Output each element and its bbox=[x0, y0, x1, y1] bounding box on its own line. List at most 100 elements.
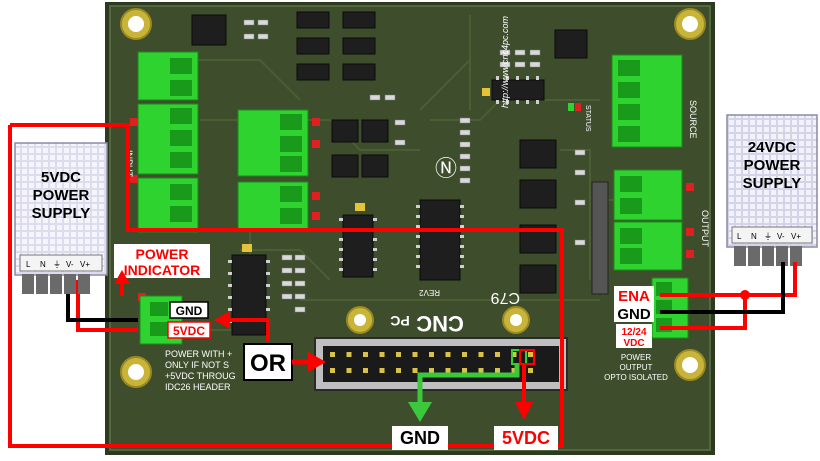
tag-gnd-right: GND bbox=[614, 304, 654, 323]
header-pin bbox=[412, 368, 418, 373]
power-indicator-callout: POWER INDICATOR bbox=[114, 244, 210, 296]
silk-power-output: POWER OUTPUT OPTO ISOLATED bbox=[604, 353, 668, 382]
header-pin bbox=[330, 368, 335, 373]
power-indicator-line: INDICATOR bbox=[124, 262, 200, 278]
header-pin bbox=[462, 368, 467, 373]
silk-power-note: POWER WITH + ONLY IF NOT S +5VDC THROUG … bbox=[165, 349, 236, 392]
supply-right-ground-icon: ⏚ bbox=[764, 232, 772, 241]
header-pin bbox=[495, 368, 500, 373]
silk-source: SOURCE bbox=[688, 100, 698, 139]
silk-power-output-line: POWER bbox=[621, 353, 651, 362]
smd-components bbox=[243, 19, 586, 313]
tag-5vdc-left: 5VDC bbox=[167, 321, 211, 339]
terminal-block-input-2 bbox=[137, 103, 199, 175]
header-pin bbox=[511, 368, 517, 373]
supply-left-title-line: SUPPLY bbox=[32, 205, 91, 222]
wire-24v bbox=[660, 262, 797, 330]
silk-note-line: IDC26 HEADER bbox=[165, 382, 231, 392]
silk-note-line: +5VDC THROUG bbox=[165, 371, 236, 381]
or-text: OR bbox=[250, 350, 286, 377]
terminal-block-input-1 bbox=[137, 51, 199, 101]
connector-strip bbox=[591, 181, 609, 295]
silk-status: STATUS bbox=[584, 105, 591, 132]
header-pin bbox=[396, 352, 401, 357]
arrow-gnd-down bbox=[417, 364, 520, 404]
tag-12-24vdc-line: VDC bbox=[623, 338, 644, 349]
power-indicator-line: POWER bbox=[136, 246, 189, 262]
mounting-hole bbox=[674, 349, 706, 381]
header-pin bbox=[445, 368, 451, 373]
terminal-block-output-2 bbox=[613, 221, 683, 271]
supply-left-title-line: POWER bbox=[33, 187, 90, 204]
supply-right-terminal-label: N bbox=[751, 232, 757, 241]
header-pin bbox=[363, 352, 368, 357]
mounting-hole bbox=[120, 356, 152, 388]
header-pin bbox=[495, 352, 500, 357]
terminal-block-mid-2 bbox=[237, 181, 309, 231]
header-pin bbox=[363, 368, 368, 373]
header-pin bbox=[528, 368, 533, 373]
supply-left-title-line: 5VDC bbox=[41, 169, 81, 186]
supply-right-title-line: SUPPLY bbox=[743, 175, 802, 192]
supply-right-title-line: POWER bbox=[744, 157, 801, 174]
silk-power-output-line: OUTPUT bbox=[620, 363, 653, 372]
mounting-hole bbox=[502, 306, 530, 334]
logo-pc: PC bbox=[390, 313, 409, 329]
header-pin bbox=[511, 352, 517, 357]
silk-n-symbol: Ⓝ bbox=[435, 156, 457, 181]
silk-revision: REV2 bbox=[419, 288, 440, 297]
header-pin bbox=[429, 352, 434, 357]
tag-12-24vdc: 12/24 VDC bbox=[616, 324, 652, 349]
cnc4pc-logo: CNC PC bbox=[390, 311, 464, 336]
tag-ena: ENA bbox=[614, 286, 654, 305]
header-pin bbox=[346, 352, 352, 357]
mounting-hole bbox=[674, 8, 706, 40]
terminal-block-source bbox=[611, 54, 683, 148]
header-pin bbox=[330, 352, 335, 357]
supply-left-terminal-label: V- bbox=[66, 260, 74, 269]
arrow-5v-head bbox=[515, 402, 533, 420]
header-pin bbox=[478, 352, 484, 357]
header-pin bbox=[396, 368, 401, 373]
label-gnd-bottom: GND bbox=[400, 428, 440, 448]
header-pin bbox=[462, 352, 467, 357]
silk-url: http://www.cnc4pc.com bbox=[500, 16, 510, 109]
terminal-block-output-1 bbox=[613, 169, 683, 221]
wire-junction bbox=[740, 290, 750, 300]
header-pin bbox=[412, 352, 418, 357]
header-pin bbox=[346, 368, 352, 373]
ic-pins bbox=[228, 76, 539, 323]
header-pin bbox=[429, 368, 434, 373]
header-pin bbox=[478, 368, 484, 373]
silk-model: C79 bbox=[491, 289, 520, 306]
label-5vdc-bottom: 5VDC bbox=[502, 428, 550, 448]
power-supply-5vdc: 5VDC POWER SUPPLY L N ⏚ V- V+ bbox=[14, 142, 108, 294]
header-pin bbox=[379, 368, 385, 373]
terminal-block-mid-1 bbox=[237, 109, 309, 177]
tag-gnd-left: GND bbox=[169, 301, 209, 319]
silk-output: OUTPUT bbox=[700, 210, 710, 248]
mounting-hole bbox=[120, 8, 152, 40]
supply-left-terminal-label: N bbox=[40, 260, 46, 269]
supply-left-ground-icon: ⏚ bbox=[53, 260, 61, 269]
label-bg bbox=[494, 426, 558, 450]
supply-left-terminal-label: V+ bbox=[80, 260, 90, 269]
or-box: OR bbox=[243, 343, 293, 381]
header-pin bbox=[528, 352, 533, 357]
terminal-block-input-3 bbox=[137, 177, 199, 233]
supply-right-terminal-label: L bbox=[737, 232, 742, 241]
supply-right-terminal-label: V+ bbox=[791, 232, 801, 241]
wire-5v-loop bbox=[8, 123, 564, 448]
tag-gnd-left-text: GND bbox=[176, 304, 203, 318]
arrow-head-right bbox=[308, 352, 326, 372]
silk-power-output-line: OPTO ISOLATED bbox=[604, 373, 668, 382]
silk-note-line: POWER WITH + bbox=[165, 349, 232, 359]
header-pin bbox=[445, 352, 451, 357]
supply-left-terminal-label: L bbox=[26, 260, 31, 269]
supply-right-title-line: 24VDC bbox=[748, 139, 797, 156]
tag-12-24vdc-line: 12/24 bbox=[621, 327, 646, 338]
header-pin bbox=[379, 352, 385, 357]
tag-gnd-right-text: GND bbox=[617, 306, 651, 323]
